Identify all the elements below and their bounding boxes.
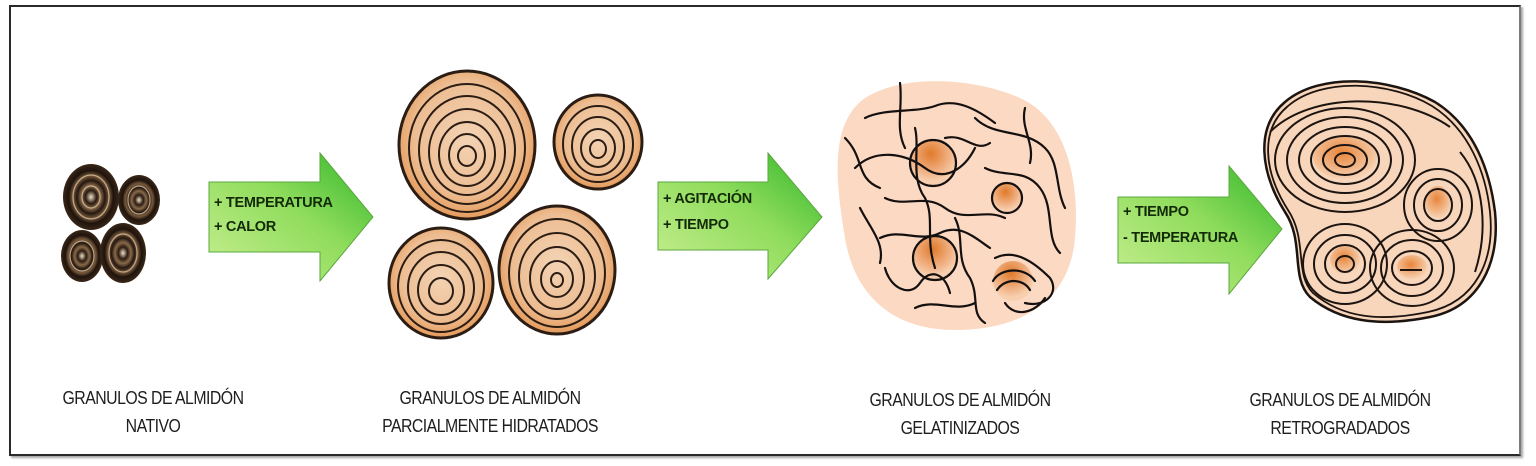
- arrow-2-condition-1: + AGITACIÓN: [663, 191, 752, 207]
- caption-partially-hydrated: GRANULOS DE ALMIDÓN PARCIALMENTE HIDRATA…: [362, 384, 617, 440]
- retrograded-granules-icon: [1263, 80, 1497, 324]
- caption-retrograded-line-1: GRANULOS DE ALMIDÓN: [1249, 390, 1432, 410]
- caption-gelatinized-line-2: GELATINIZADOS: [900, 418, 1020, 438]
- gelatinized-granules-illustration: [825, 68, 1090, 343]
- retrograded-granules-illustration: [1250, 72, 1500, 327]
- caption-partially-hydrated-line-2: PARCIALMENTE HIDRATADOS: [382, 416, 598, 436]
- caption-retrograded: GRANULOS DE ALMIDÓN RETROGRADADOS: [1221, 386, 1459, 442]
- arrow-right-icon: [657, 152, 823, 280]
- caption-partially-hydrated-line-1: GRANULOS DE ALMIDÓN: [399, 388, 582, 408]
- arrow-1-condition-1: + TEMPERATURA: [214, 195, 333, 211]
- caption-gelatinized-line-1: GRANULOS DE ALMIDÓN: [869, 390, 1052, 410]
- caption-native-line-2: NATIVO: [125, 416, 181, 436]
- process-arrow-3: + TIEMPO - TEMPERATURA: [1117, 165, 1283, 295]
- process-arrow-2: + AGITACIÓN + TIEMPO: [657, 152, 823, 280]
- caption-retrograded-line-2: RETROGRADADOS: [1270, 418, 1410, 438]
- arrow-3-condition-2: - TEMPERATURA: [1123, 230, 1239, 246]
- caption-native-line-1: GRANULOS DE ALMIDÓN: [62, 388, 245, 408]
- arrow-right-icon: [208, 152, 374, 282]
- arrow-3-condition-1: + TIEMPO: [1123, 204, 1189, 220]
- gelatinized-network-icon: [837, 81, 1076, 330]
- partially-hydrated-granules-illustration: [385, 60, 650, 345]
- arrow-1-condition-2: + CALOR: [214, 219, 276, 235]
- arrow-right-icon: [1117, 165, 1283, 295]
- caption-native: GRANULOS DE ALMIDÓN NATIVO: [34, 384, 272, 440]
- native-granules-icon: [61, 164, 160, 283]
- process-arrow-1: + TEMPERATURA + CALOR: [208, 152, 374, 282]
- native-granules-illustration: [55, 160, 165, 285]
- caption-gelatinized: GRANULOS DE ALMIDÓN GELATINIZADOS: [841, 386, 1079, 442]
- hydrated-granules-icon: [387, 69, 644, 340]
- arrow-2-condition-2: + TIEMPO: [663, 217, 729, 233]
